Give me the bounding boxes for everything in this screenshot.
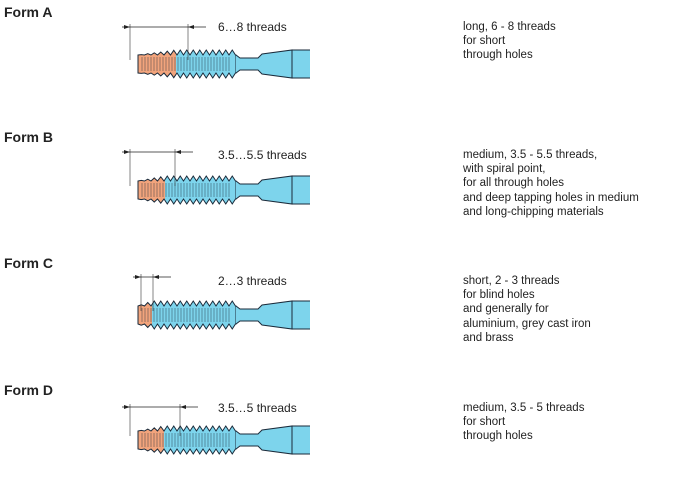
desc-line: medium, 3.5 - 5 threads [463, 402, 585, 414]
tap-shank [292, 300, 310, 330]
tap-diagram [122, 24, 310, 79]
form-c: Form C 2…3 threads short, 2 - 3 threads … [0, 255, 700, 375]
tap-neck [235, 425, 293, 455]
desc-line: and brass [463, 331, 514, 344]
form-b: Form B 3.5…5.5 threads medium, 3.5 - 5.5… [0, 129, 700, 249]
tap-neck [235, 300, 293, 330]
thread-count-label: 6…8 threads [218, 20, 287, 34]
desc-line: medium, 3.5 - 5.5 threads, [463, 149, 598, 161]
desc-line: and long-chipping materials [463, 205, 604, 218]
desc-line: with spiral point, [463, 163, 546, 176]
description: short, 2 - 3 threads for blind holes and… [463, 274, 591, 345]
tap-shank [292, 175, 310, 205]
tap-shank [292, 49, 310, 79]
thread-count-label: 3.5…5 threads [218, 401, 297, 415]
desc-line: through holes [463, 49, 533, 62]
desc-line: long, 6 - 8 threads [463, 21, 556, 33]
description: long, 6 - 8 threads for short through ho… [463, 20, 556, 63]
form-d: Form D 3.5…5 threads medium, 3.5 - 5 thr… [0, 382, 700, 502]
desc-line: for blind holes [463, 289, 535, 302]
desc-line: for short [463, 35, 506, 48]
tap-diagram [133, 274, 310, 330]
form-a: Form A 6…8 threads long, 6 - 8 threads f… [0, 4, 700, 124]
tap-neck [235, 49, 293, 79]
desc-line: for all through holes [463, 177, 565, 190]
tap-neck [235, 175, 293, 205]
desc-line: aluminium, grey cast iron [463, 317, 591, 330]
tap-diagram [122, 404, 310, 455]
tap-shank [292, 425, 310, 455]
description: medium, 3.5 - 5.5 threads, with spiral p… [463, 148, 639, 219]
desc-line: and generally for [463, 303, 549, 316]
thread-count-label: 2…3 threads [218, 274, 287, 288]
desc-line: for short [463, 416, 506, 429]
thread-count-label: 3.5…5.5 threads [218, 148, 307, 162]
tap-diagram [122, 149, 310, 205]
form-title: Form C [4, 255, 53, 271]
desc-line: short, 2 - 3 threads [463, 275, 560, 287]
form-title: Form B [4, 129, 53, 145]
form-title: Form A [4, 4, 53, 20]
desc-line: and deep tapping holes in medium [463, 191, 639, 204]
desc-line: through holes [463, 430, 533, 443]
description: medium, 3.5 - 5 threads for short throug… [463, 401, 584, 444]
form-title: Form D [4, 382, 53, 398]
